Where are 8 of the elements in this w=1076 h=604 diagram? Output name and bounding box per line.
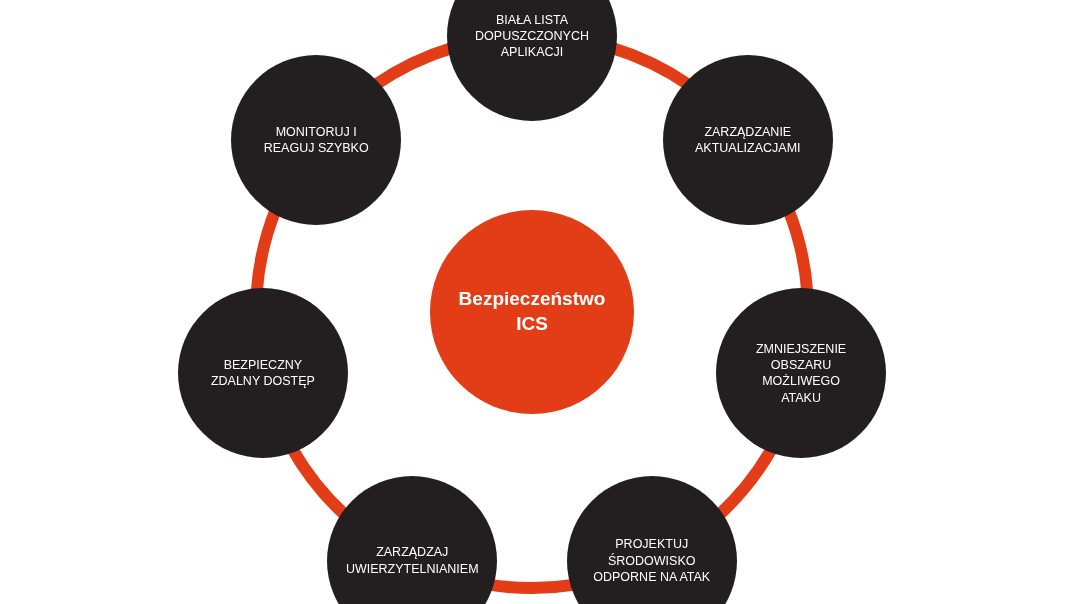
circle-label: PROJEKTUJ ŚRODOWISKO ODPORNE NA ATAK bbox=[592, 536, 711, 586]
circle-label: ZARZĄDZANIE AKTUALIZACJAMI bbox=[694, 123, 802, 157]
circle-label: BEZPIECZNY ZDALNY DOSTĘP bbox=[209, 357, 316, 390]
circle-label: Bezpieczeństwo ICS bbox=[457, 287, 607, 336]
circle-label: MONITORUJ I REAGUJ SZYBKO bbox=[262, 123, 370, 157]
circle-label: ZARZĄDZAJ UWIERZYTELNIANIEM bbox=[345, 544, 479, 577]
circle-label: BIAŁA LISTA DOPUSZCZONYCH APLIKACJI bbox=[474, 11, 590, 61]
circle-label: ZMNIEJSZENIE OBSZARU MOŻLIWEGO ATAKU bbox=[754, 340, 848, 406]
